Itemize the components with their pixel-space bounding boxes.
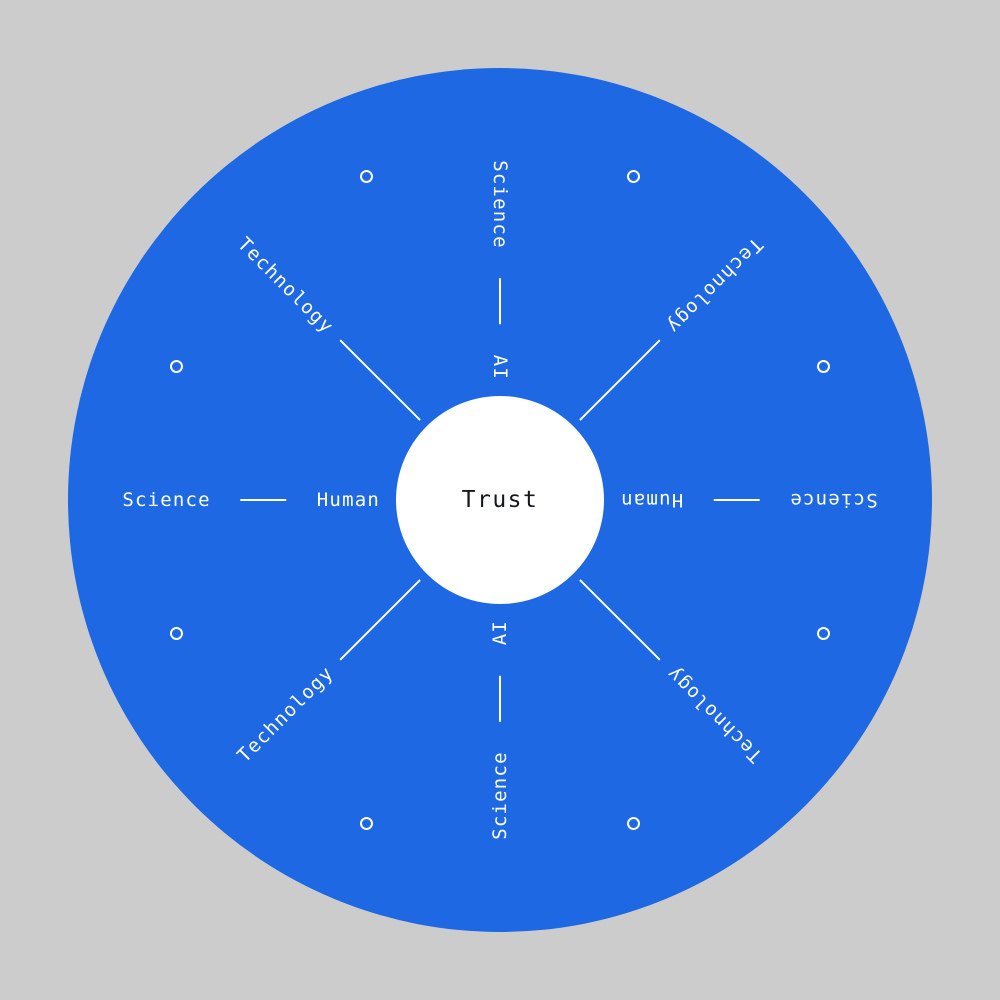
spoke-content: Human Science [122, 486, 380, 514]
spoke-dash [499, 675, 501, 722]
center-hub: Trust [396, 396, 604, 604]
ring-marker-icon [359, 170, 373, 184]
spoke-dash [499, 278, 501, 325]
spoke-content: Human Science [620, 486, 878, 514]
spoke-outer-label: Science [489, 160, 512, 249]
spoke-content: AI Science [486, 620, 514, 840]
spoke-inner-label: AI [488, 620, 511, 646]
ring-marker-icon [627, 816, 641, 830]
spoke-inner-label: Human [316, 488, 380, 511]
spoke-inner-label: Human [620, 489, 684, 512]
ring-marker-icon [359, 816, 373, 830]
spoke-inner-label: AI [489, 354, 512, 380]
spoke-dash [240, 499, 287, 501]
spoke-outer-label: Science [488, 751, 511, 840]
ring-marker-icon [816, 359, 830, 373]
spoke-outer-label: Science [122, 488, 211, 511]
ring-marker-icon [170, 359, 184, 373]
spoke-outer-label: Science [789, 489, 878, 512]
hub-label: Trust [461, 487, 539, 513]
spoke-content: AI Science [486, 160, 514, 380]
spoke-dash [713, 499, 760, 501]
ring-marker-icon [170, 627, 184, 641]
ring-marker-icon [627, 170, 641, 184]
ring-marker-icon [816, 627, 830, 641]
